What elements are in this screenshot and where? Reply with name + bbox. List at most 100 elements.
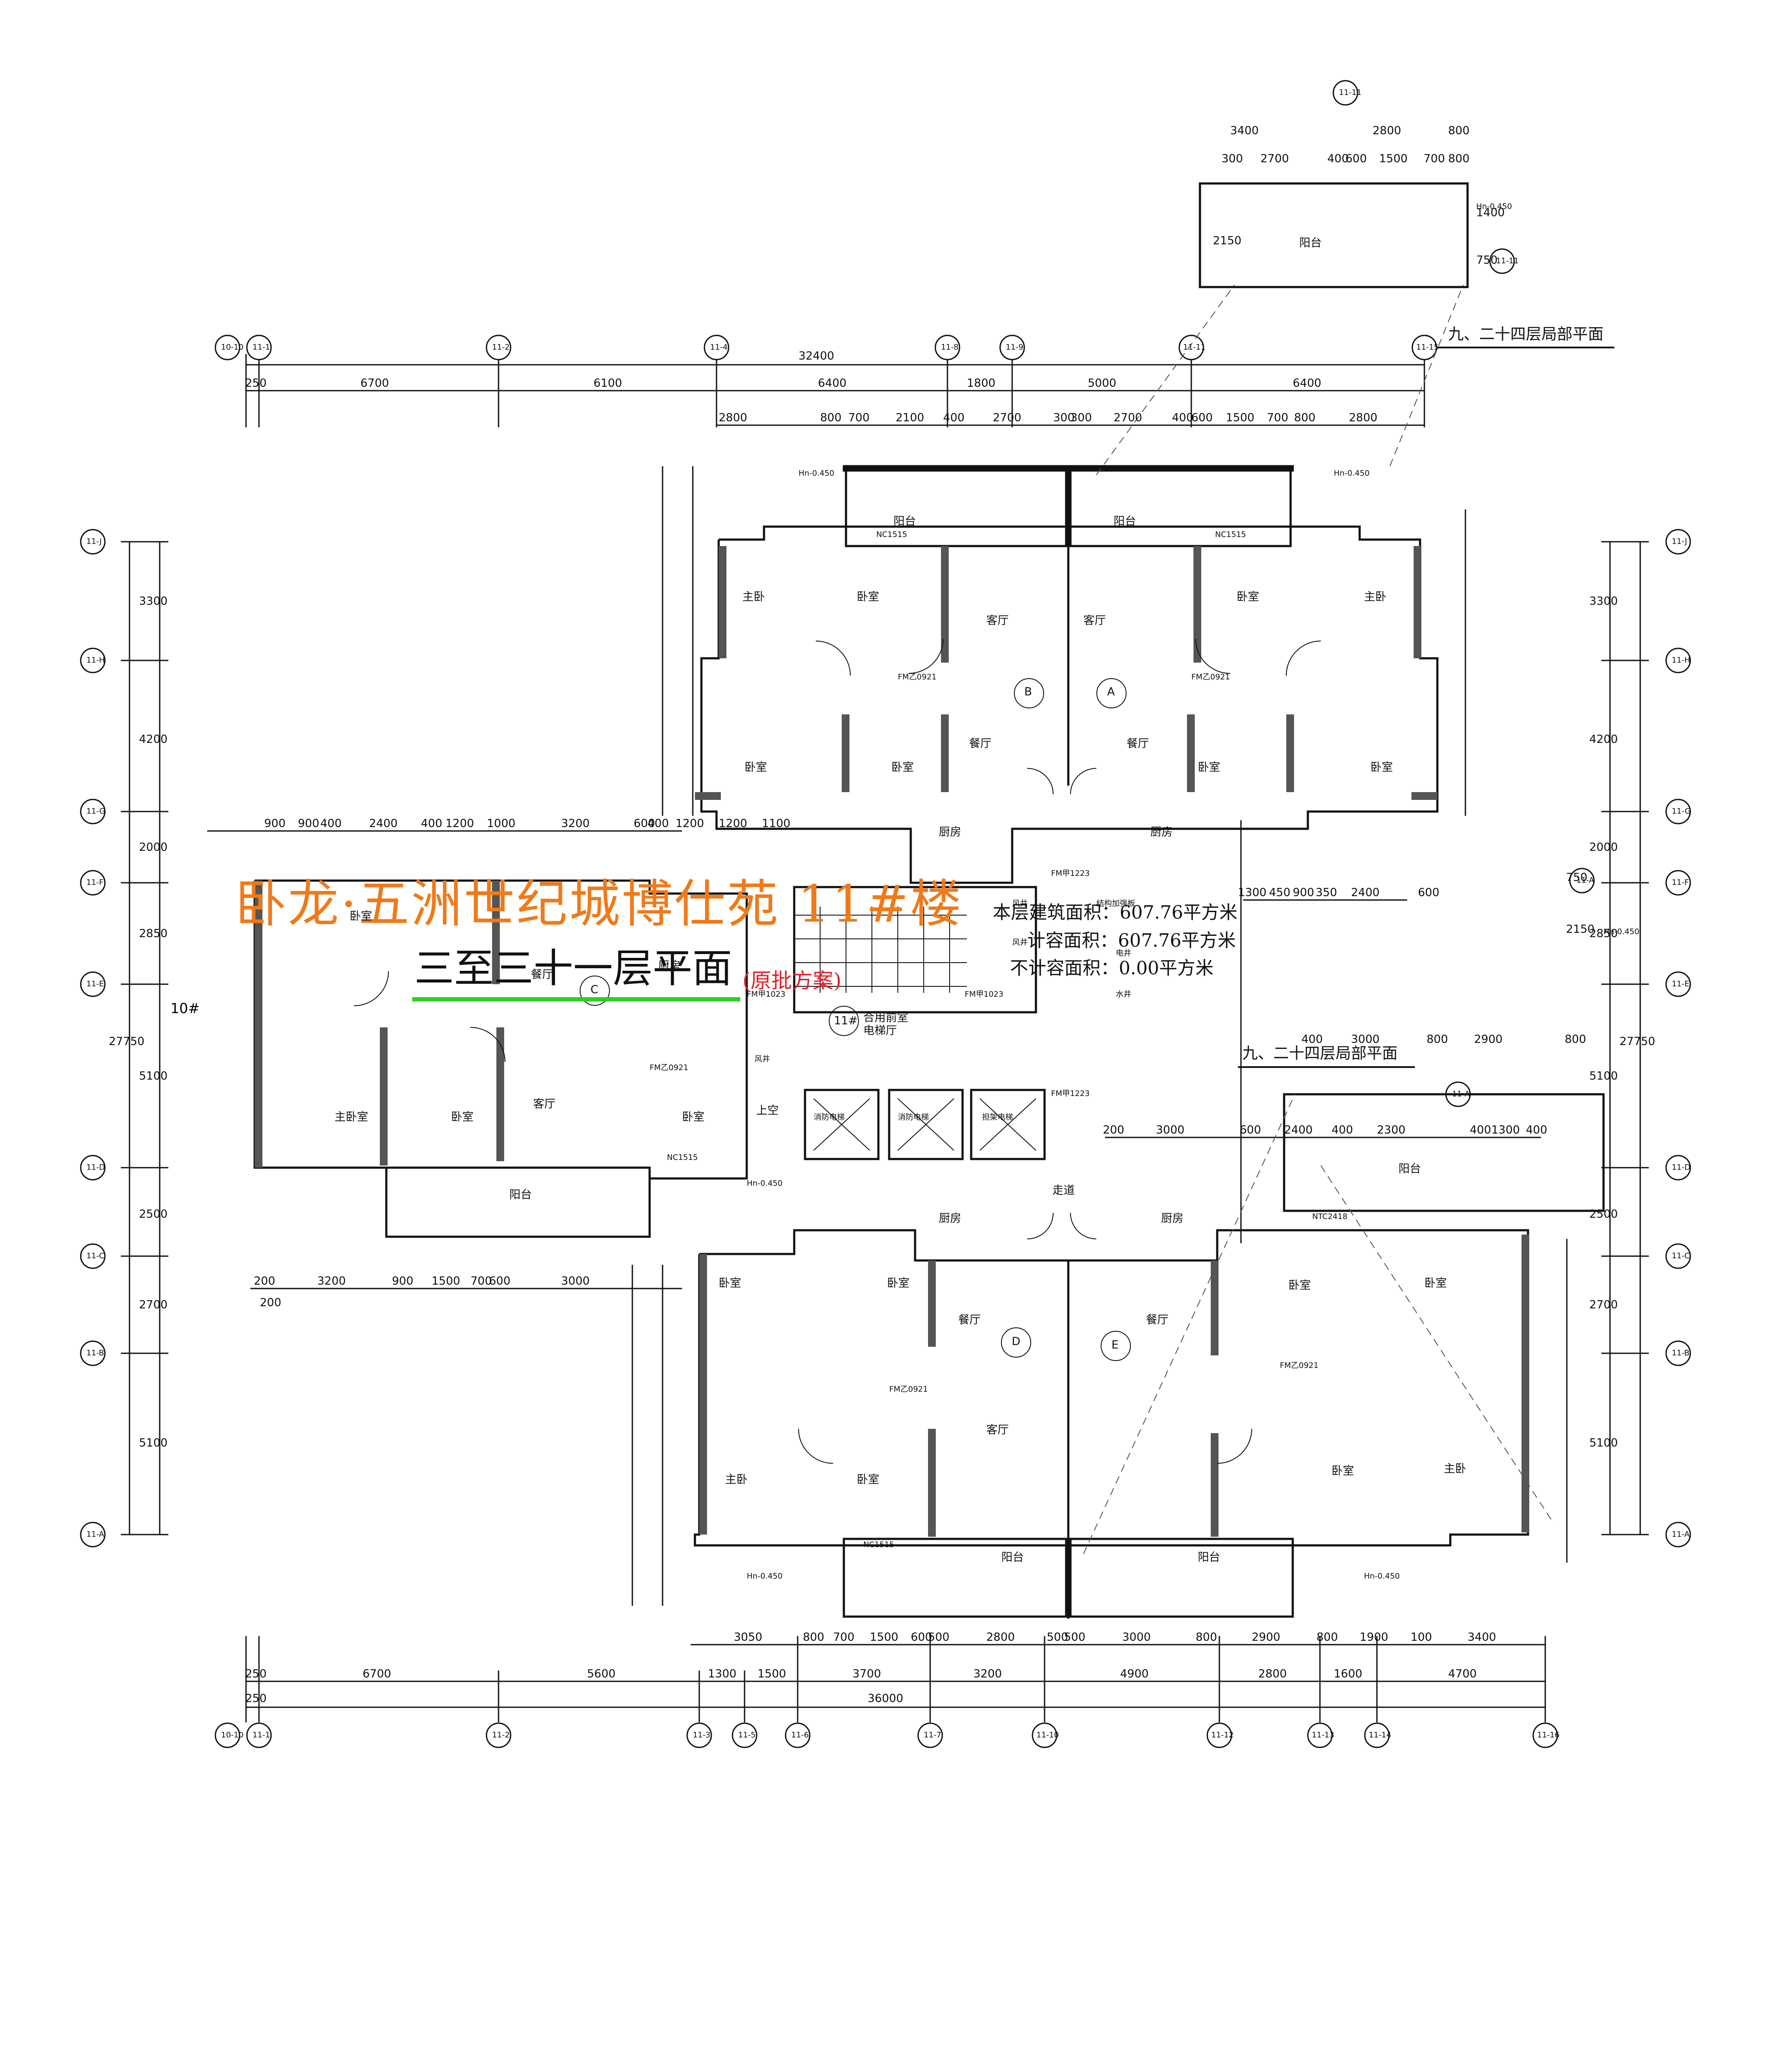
axis-bubble <box>1665 529 1691 555</box>
room-label: 卧室 <box>350 910 373 923</box>
dim-text: 800 <box>1196 1631 1217 1644</box>
dim-text: 500 <box>1047 1631 1068 1644</box>
dim-text: 2100 <box>896 411 925 424</box>
axis-label: 11-J <box>86 537 102 546</box>
axis-bubble <box>1411 335 1437 360</box>
axis-label: 11-B <box>86 1349 104 1358</box>
axis-label: 11-E <box>86 979 104 989</box>
axis-bubble <box>80 1155 106 1181</box>
dim-text: 700 <box>470 1275 492 1288</box>
dim-text: 400 <box>1172 411 1193 424</box>
axis-bubble <box>80 1243 106 1269</box>
dim-text: 1800 <box>967 377 996 390</box>
dim-text: 3300 <box>139 595 168 608</box>
elevator-2 <box>888 1089 964 1160</box>
axis-label: 11-11 <box>1496 256 1519 265</box>
dim-text: 400 <box>1526 1124 1547 1137</box>
unit-label-e: E <box>1111 1339 1119 1352</box>
dim-text: 2000 <box>1589 841 1618 854</box>
dim-text: 4200 <box>1589 733 1618 746</box>
dim-text: 800 <box>1294 411 1316 424</box>
axis-label: 11-5 <box>738 1731 756 1740</box>
axis-label: 11-H <box>1672 656 1690 665</box>
room-label: 阳台 <box>1398 1162 1421 1175</box>
dim-text: 400 <box>943 411 965 424</box>
room-label: 消防电梯 <box>814 1113 845 1122</box>
dim-text: 3050 <box>734 1631 763 1644</box>
window-label: NC1515 <box>667 1153 698 1162</box>
room-label: 主卧 <box>742 591 765 603</box>
axis-label: 11-16 <box>1537 1731 1560 1740</box>
dim-text: 700 <box>848 411 870 424</box>
elevation-mark: Hn-0.450 <box>747 1572 783 1581</box>
dim-text: 2300 <box>1377 1124 1406 1137</box>
dim-text: 3400 <box>1468 1631 1496 1644</box>
axis-label: 11-3 <box>693 1731 710 1740</box>
dim-text: 1000 <box>487 817 516 830</box>
building-number: 11# <box>834 1014 858 1027</box>
dim-text: 300 <box>1070 411 1092 424</box>
dim-text: 800 <box>1448 152 1470 165</box>
axis-label: 11-D <box>86 1163 105 1172</box>
dim-text: 800 <box>1316 1631 1338 1644</box>
dim-text: 700 <box>1424 152 1445 165</box>
axis-label: 11-15 <box>1416 343 1439 352</box>
dim-text: 200 <box>1103 1124 1124 1137</box>
room-label: 阳台 <box>1114 515 1136 528</box>
axis-bubble <box>686 1722 712 1748</box>
room-label: 餐厅 <box>1146 1314 1169 1327</box>
axis-bubble <box>1665 799 1691 824</box>
axis-bubble <box>80 648 106 673</box>
dim-text: 1300 <box>1491 1124 1520 1137</box>
dim-text: 250 <box>245 377 267 390</box>
dim-text: 6700 <box>363 1668 391 1680</box>
drawing-title: 卧龙·五洲世纪城博仕苑 11#楼 <box>235 874 963 934</box>
room-label: 厨房 <box>939 826 962 839</box>
axis-bubble <box>80 1522 106 1548</box>
room-label: 餐厅 <box>531 968 554 981</box>
axis-bubble <box>486 1722 511 1748</box>
room-label: 卧室 <box>451 1111 474 1124</box>
elevation-mark: Hn-0.450 <box>1364 1572 1400 1581</box>
room-label: 风井 <box>1012 938 1028 947</box>
room-label: 厨房 <box>939 1212 962 1225</box>
door-label: FM乙0921 <box>650 1063 688 1072</box>
dim-text: 2500 <box>139 1208 168 1221</box>
axis-label: 11-2 <box>492 1731 510 1740</box>
partial-plan-bottom <box>1283 1093 1605 1212</box>
room-label: 卧室 <box>887 1277 910 1290</box>
axis-label: 11-8 <box>941 343 959 352</box>
room-label: 客厅 <box>533 1098 556 1111</box>
dim-text: 700 <box>833 1631 855 1644</box>
room-label: 阳台 <box>893 515 916 528</box>
window-label: NC1515 <box>876 530 907 539</box>
dim-text: 750 <box>1566 871 1588 884</box>
axis-bubble <box>215 1722 240 1748</box>
door-label: FM乙0921 <box>889 1385 928 1394</box>
subtitle-underline <box>412 997 740 1001</box>
axis-label: 11-11 <box>1339 88 1362 97</box>
dim-text: 750 <box>1476 254 1498 267</box>
axis-label: 11-13 <box>1312 1731 1335 1740</box>
dim-text: 2800 <box>1373 124 1402 137</box>
axis-bubble <box>1206 1722 1232 1748</box>
dim-text: 600 <box>1418 886 1440 899</box>
dim-text: 900 <box>1293 886 1314 899</box>
axis-bubble <box>999 335 1025 360</box>
dim-text: 2000 <box>139 841 168 854</box>
axis-label: 11-A <box>1576 876 1594 885</box>
area-counted: 计容面积：607.76平方米 <box>1027 930 1236 951</box>
room-label: 阳台 <box>1198 1551 1221 1564</box>
wall-outline-de <box>694 1229 1529 1547</box>
axis-bubble <box>1532 1722 1558 1748</box>
axis-bubble <box>486 335 511 360</box>
room-label: 卧室 <box>1424 1277 1447 1290</box>
axis-bubble <box>80 799 106 824</box>
room-label: 走道 <box>1052 1184 1075 1197</box>
door-label: FM乙0921 <box>1280 1361 1319 1370</box>
axis-bubble <box>704 335 729 360</box>
room-label: 消防电梯 <box>898 1113 929 1122</box>
dim-text: 2400 <box>1351 886 1380 899</box>
dim-text: 200 <box>254 1275 275 1288</box>
room-label: 风井 <box>754 1055 770 1064</box>
